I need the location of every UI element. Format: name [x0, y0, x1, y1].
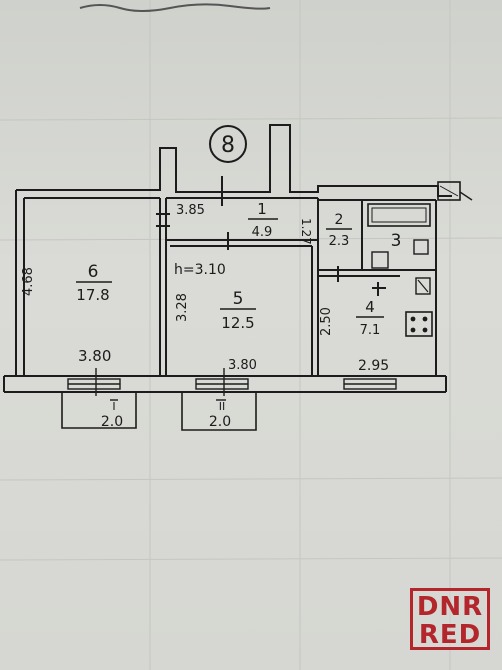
dnr-red-logo: DNR RED [410, 588, 490, 650]
dim-room6-width: 3.80 [78, 347, 111, 365]
loggias [61, 392, 257, 431]
dim-hall-width: 3.85 [176, 203, 205, 218]
window-ticks [95, 368, 226, 401]
sink-icon [413, 239, 429, 255]
vent-line [459, 191, 473, 201]
bathtub-inner [371, 207, 427, 223]
dim-hall-depth: 1.27 [299, 218, 313, 245]
stove-burners [410, 316, 428, 333]
room-4-area: 7.1 [360, 323, 381, 338]
dim-kitchen-width: 2.95 [358, 358, 389, 374]
header-scribble [79, 3, 271, 12]
room-5-number: 5 [233, 289, 244, 309]
room-6-area: 17.8 [76, 286, 109, 304]
toilet-icon [371, 251, 389, 269]
vent-icon [437, 181, 461, 201]
unit-number: 8 [221, 133, 235, 158]
room-6-number: 6 [88, 262, 99, 282]
room-5-area: 12.5 [221, 314, 254, 332]
window-size-1: 2.0 [101, 414, 123, 430]
window-mark-2: II [219, 400, 226, 413]
stove-icon [405, 311, 433, 337]
vent-mark [439, 185, 459, 197]
boiler-icon [415, 277, 431, 295]
room-1-area: 4.9 [252, 225, 273, 240]
unit-number-circle [209, 125, 247, 163]
bathtub-icon [367, 203, 431, 227]
room-3-number: 3 [391, 231, 402, 251]
room-2-area: 2.3 [329, 234, 350, 249]
exterior-wall [3, 375, 447, 393]
window-size-2: 2.0 [209, 414, 231, 430]
windows [67, 378, 397, 390]
room-2-number: 2 [335, 212, 344, 228]
dim-room5-depth: 3.28 [175, 293, 190, 322]
logo-line-2: RED [418, 620, 482, 650]
dim-room5-width: 3.80 [228, 358, 257, 373]
logo-line-1: DNR [416, 592, 484, 622]
room-4-number: 4 [365, 298, 375, 316]
walls [15, 124, 452, 376]
ceiling-height: h=3.10 [174, 262, 226, 278]
dim-room6-depth: 4.68 [21, 267, 36, 296]
window-mark-1: I [112, 400, 115, 413]
boiler-mark [417, 279, 429, 293]
room-1-number: 1 [257, 200, 267, 218]
dim-kitchen-depth: 2.50 [319, 307, 334, 336]
